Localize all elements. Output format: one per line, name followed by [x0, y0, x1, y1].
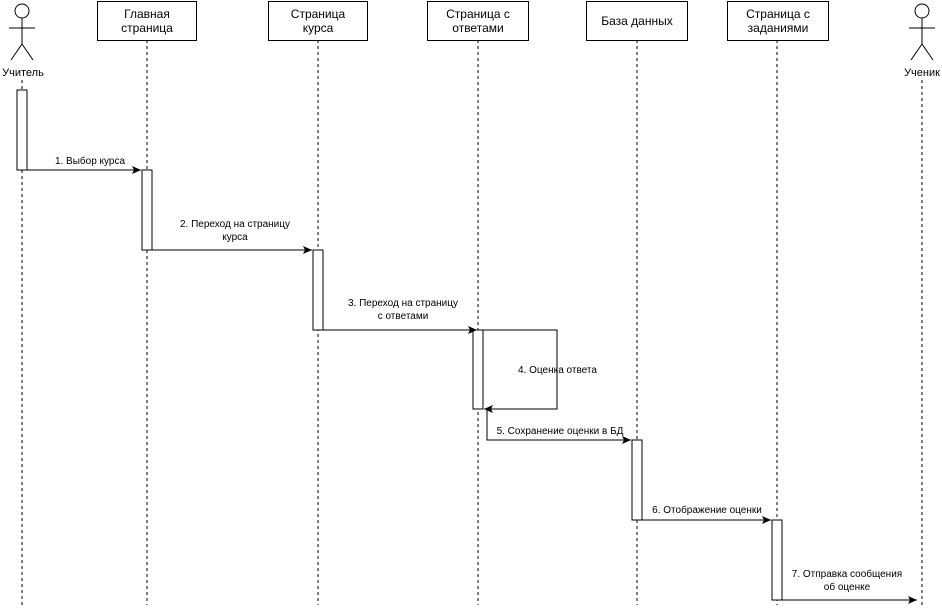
message-label-4: 4. Оценка ответа: [518, 365, 597, 376]
activation-tasks: [771, 519, 783, 601]
message-label-1: 1. Выбор курса: [54, 156, 126, 167]
activation-course: [312, 249, 324, 331]
message-label-5: 5. Сохранение оценки в БД: [496, 426, 624, 437]
actor-label-teacher: Учитель: [2, 67, 44, 79]
activation-answers-outer: [472, 329, 484, 410]
student-actor-icon: [909, 3, 935, 61]
actor-label-student: Ученик: [904, 67, 940, 79]
message-arrow-5: [486, 409, 631, 444]
message-arrow-4: [483, 329, 558, 413]
teacher-actor-icon: [9, 3, 35, 61]
participant-course-page: Страница курса: [268, 1, 368, 41]
message-label-6: 6. Отображение оценки: [652, 505, 762, 516]
activation-db: [631, 439, 643, 521]
participant-tasks-page: Страница с заданиями: [727, 1, 829, 41]
activation-teacher: [16, 89, 28, 171]
participant-answers-page: Страница с ответами: [427, 1, 529, 41]
message-label-3: 3. Переход на страницу с ответами: [347, 298, 458, 322]
participant-main-page: Главная страница: [97, 1, 197, 41]
message-label-7: 7. Отправка сообщения об оценке: [791, 569, 903, 593]
activation-main: [141, 169, 153, 251]
participant-database: База данных: [586, 1, 688, 41]
message-label-2: 2. Переход на страницу курса: [179, 219, 290, 243]
